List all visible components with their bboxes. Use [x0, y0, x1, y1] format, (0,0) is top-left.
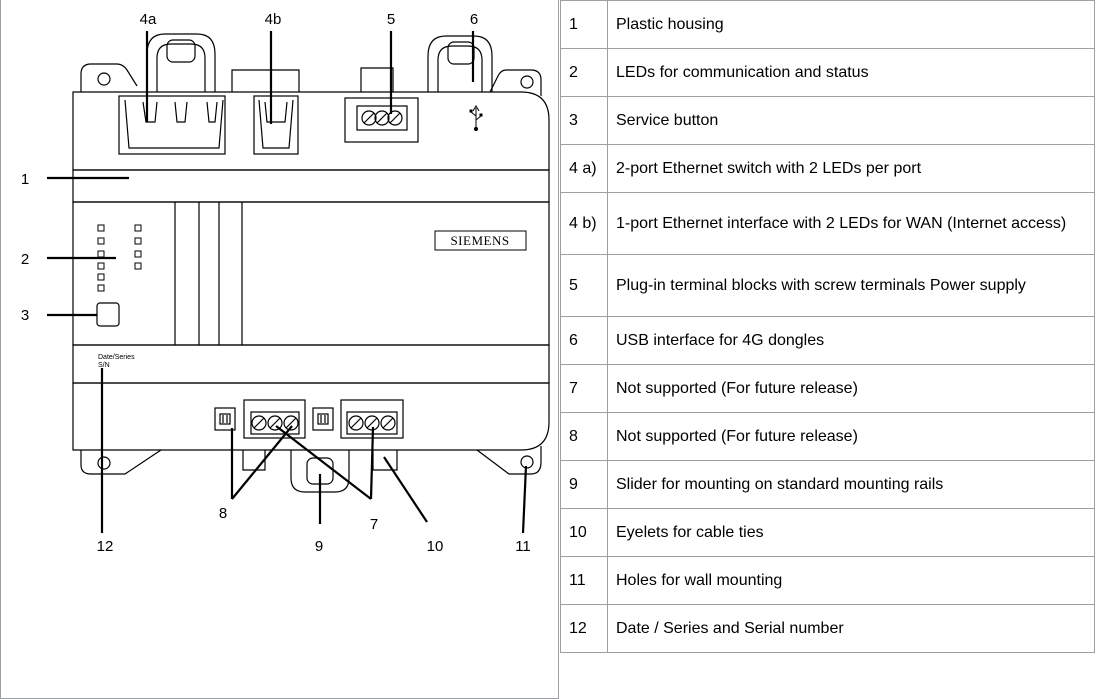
- legend-description: Holes for wall mounting: [607, 556, 1095, 605]
- legend-number: 4 a): [560, 144, 608, 193]
- legend-row: 5 Plug-in terminal blocks with screw ter…: [560, 254, 1095, 317]
- ethernet-port-4b: [253, 95, 299, 155]
- top-tab-left: [231, 69, 300, 92]
- device-drawing: SIEMENS Date/Series S/N: [0, 0, 559, 699]
- legend-number: 1: [560, 0, 608, 49]
- legend-row: 10 Eyelets for cable ties: [560, 508, 1095, 557]
- top-clip-right: [427, 35, 493, 92]
- legend-number: 5: [560, 254, 608, 317]
- top-clip-left: [146, 33, 216, 92]
- callout-2: 2: [21, 251, 29, 268]
- ethernet-switch-4a: [118, 95, 226, 155]
- callout-5: 5: [387, 11, 395, 28]
- legend-number: 8: [560, 412, 608, 461]
- legend-row: 9 Slider for mounting on standard mounti…: [560, 460, 1095, 509]
- legend-description: Plug-in terminal blocks with screw termi…: [607, 254, 1095, 317]
- mounting-ear-bottom-left: [80, 449, 162, 475]
- top-tab-mid: [360, 67, 394, 92]
- legend-description: LEDs for communication and status: [607, 48, 1095, 97]
- legend-row: 11 Holes for wall mounting: [560, 556, 1095, 605]
- usb-icon: [469, 105, 483, 132]
- service-button: [96, 302, 120, 327]
- legend-table: 1 Plastic housing 2 LEDs for communicati…: [560, 0, 1095, 653]
- callout-1: 1: [21, 171, 29, 188]
- housing-top: [72, 91, 550, 171]
- legend-row: 4 a) 2-port Ethernet switch with 2 LEDs …: [560, 144, 1095, 193]
- legend-row: 8 Not supported (For future release): [560, 412, 1095, 461]
- callout-8: 8: [219, 505, 227, 522]
- legend-row: 6 USB interface for 4G dongles: [560, 316, 1095, 365]
- legend-number: 12: [560, 604, 608, 653]
- device-svg: SIEMENS Date/Series S/N: [21, 11, 550, 555]
- mounting-ear-top-left: [80, 63, 138, 92]
- date-band: [72, 344, 550, 384]
- front-panel: [72, 201, 550, 346]
- logo-text: SIEMENS: [450, 233, 509, 248]
- legend-row: 2 LEDs for communication and status: [560, 48, 1095, 97]
- legend-number: 2: [560, 48, 608, 97]
- legend-description: 1-port Ethernet interface with 2 LEDs fo…: [607, 192, 1095, 255]
- callout-6: 6: [470, 11, 478, 28]
- callout-4a: 4a: [140, 11, 157, 28]
- legend-description: 2-port Ethernet switch with 2 LEDs per p…: [607, 144, 1095, 193]
- legend-description: Date / Series and Serial number: [607, 604, 1095, 653]
- legend-number: 11: [560, 556, 608, 605]
- terminal-block-bottom-left: [243, 399, 306, 439]
- mounting-ear-top-right: [489, 69, 542, 96]
- connector-small-left: [214, 407, 236, 431]
- legend-number: 4 b): [560, 192, 608, 255]
- legend-row: 12 Date / Series and Serial number: [560, 604, 1095, 653]
- legend-description: Plastic housing: [607, 0, 1095, 49]
- housing-bottom: [72, 382, 550, 451]
- legend-description: Service button: [607, 96, 1095, 145]
- housing-band: [72, 169, 550, 203]
- status-leds: [97, 224, 142, 292]
- date-series-label: Date/Series: [98, 354, 135, 361]
- legend-row: 4 b) 1-port Ethernet interface with 2 LE…: [560, 192, 1095, 255]
- legend-description: USB interface for 4G dongles: [607, 316, 1095, 365]
- callout-11: 11: [515, 538, 531, 555]
- callout-9: 9: [315, 538, 323, 555]
- power-terminal-block: [344, 97, 419, 143]
- callout-7: 7: [370, 516, 378, 533]
- legend-row: 7 Not supported (For future release): [560, 364, 1095, 413]
- legend-number: 7: [560, 364, 608, 413]
- legend-number: 10: [560, 508, 608, 557]
- legend-description: Eyelets for cable ties: [607, 508, 1095, 557]
- callout-4b: 4b: [265, 11, 282, 28]
- callout-10: 10: [427, 538, 444, 555]
- legend-number: 6: [560, 316, 608, 365]
- legend-description: Slider for mounting on standard mounting…: [607, 460, 1095, 509]
- legend-row: 1 Plastic housing: [560, 0, 1095, 49]
- cable-tie-eyelet-left: [242, 450, 266, 471]
- legend-number: 3: [560, 96, 608, 145]
- legend-description: Not supported (For future release): [607, 364, 1095, 413]
- leader-lines: [47, 31, 528, 534]
- serial-number-label: S/N: [98, 362, 110, 369]
- legend-row: 3 Service button: [560, 96, 1095, 145]
- callout-3: 3: [21, 307, 29, 324]
- legend-description: Not supported (For future release): [607, 412, 1095, 461]
- callout-12: 12: [97, 538, 114, 555]
- connector-small-right: [312, 407, 334, 431]
- legend-number: 9: [560, 460, 608, 509]
- siemens-logo: SIEMENS: [434, 230, 527, 251]
